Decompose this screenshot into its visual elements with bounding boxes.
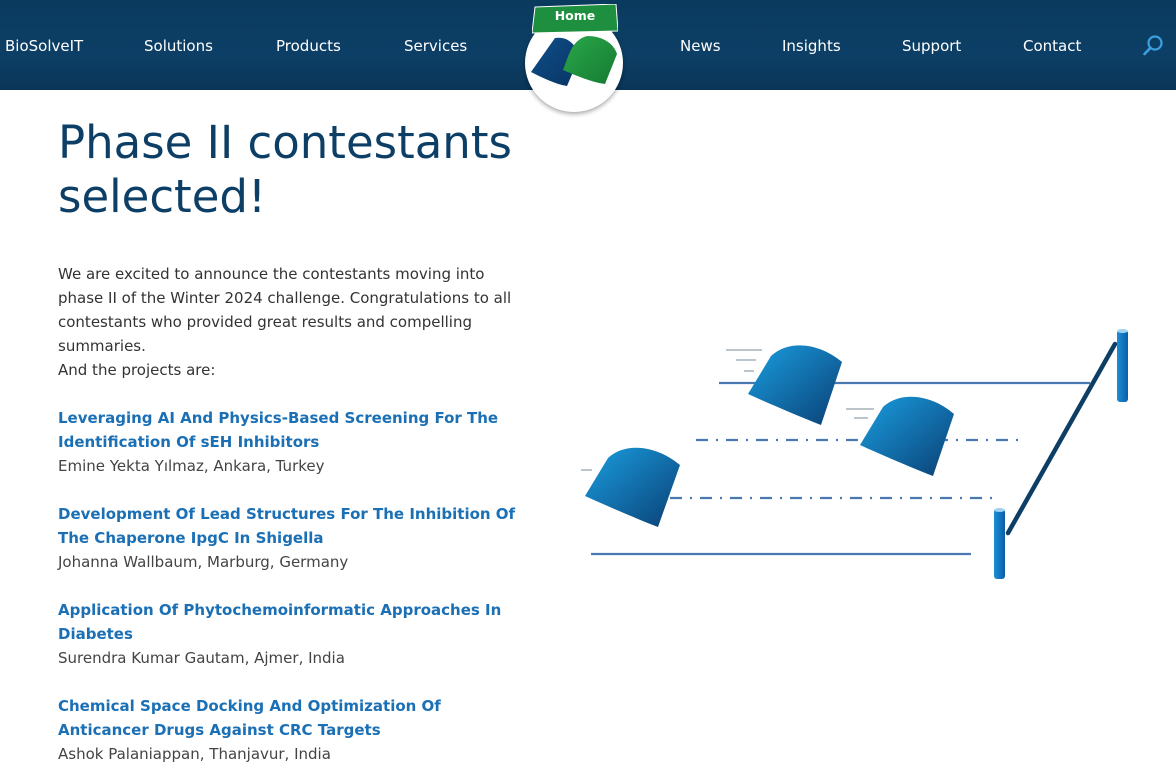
project-title-link[interactable]: Development Of Lead Structures For The I… bbox=[58, 505, 516, 547]
search-icon[interactable] bbox=[1141, 33, 1165, 57]
speed-lines bbox=[581, 349, 874, 471]
home-tab-shape[interactable] bbox=[532, 4, 618, 34]
project-item: Chemical Space Docking And Optimization … bbox=[58, 694, 528, 766]
finish-post-bottom bbox=[994, 509, 1005, 579]
finish-rail bbox=[1005, 341, 1118, 536]
project-title-link[interactable]: Leveraging AI And Physics-Based Screenin… bbox=[58, 409, 499, 451]
project-title-link[interactable]: Chemical Space Docking And Optimization … bbox=[58, 697, 441, 739]
home-label[interactable]: Home bbox=[554, 8, 596, 23]
nav-item-contact[interactable]: Contact bbox=[1023, 37, 1082, 55]
nav-item-solutions[interactable]: Solutions bbox=[144, 37, 213, 55]
leaf-racer-top bbox=[748, 345, 842, 425]
project-item: Application Of Phytochemoinformatic Appr… bbox=[58, 598, 528, 670]
article-intro: We are excited to announce the contestan… bbox=[58, 262, 528, 382]
intro-projects-label: And the projects are: bbox=[58, 361, 216, 379]
nav-item-support[interactable]: Support bbox=[902, 37, 962, 55]
intro-paragraph: We are excited to announce the contestan… bbox=[58, 265, 512, 355]
leaf-racer-middle bbox=[860, 396, 954, 476]
hero-illustration bbox=[581, 329, 1128, 579]
nav-item-products[interactable]: Products bbox=[276, 37, 341, 55]
nav-item-news[interactable]: News bbox=[680, 37, 721, 55]
page-title: Phase II contestants selected! bbox=[58, 116, 512, 223]
leaf-racer-bottom bbox=[585, 447, 680, 527]
nav-item-services[interactable]: Services bbox=[404, 37, 468, 55]
project-author: Johanna Wallbaum, Marburg, Germany bbox=[58, 553, 349, 571]
project-author: Surendra Kumar Gautam, Ajmer, India bbox=[58, 649, 345, 667]
finish-post-top bbox=[1117, 330, 1128, 402]
home-button[interactable]: Home bbox=[522, 2, 626, 114]
nav-item-insights[interactable]: Insights bbox=[782, 37, 841, 55]
biosolveit-logo-icon[interactable] bbox=[529, 32, 621, 92]
project-author: Ashok Palaniappan, Thanjavur, India bbox=[58, 745, 331, 763]
project-item: Leveraging AI And Physics-Based Screenin… bbox=[58, 406, 528, 478]
nav-item-biosolveit[interactable]: BioSolveIT bbox=[5, 37, 84, 55]
project-title-link[interactable]: Application Of Phytochemoinformatic Appr… bbox=[58, 601, 502, 643]
project-item: Development Of Lead Structures For The I… bbox=[58, 502, 528, 574]
project-author: Emine Yekta Yılmaz, Ankara, Turkey bbox=[58, 457, 325, 475]
